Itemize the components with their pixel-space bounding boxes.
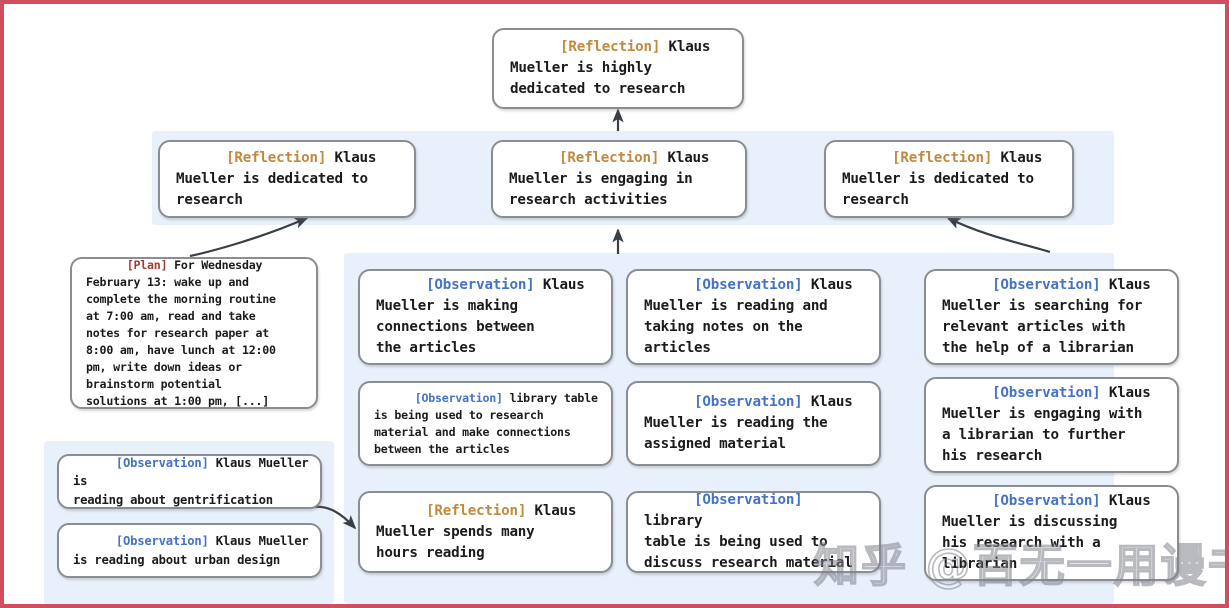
node-text: [Observation] Klaus Mueller is engaging … [926,379,1163,471]
tag-observation: [Observation] [414,390,503,405]
node-col3-observation-2[interactable]: [Observation] Klaus Mueller is engaging … [924,377,1179,473]
node-text: [Observation] library table is being use… [628,492,879,571]
tag-reflection: [Reflection] [226,149,327,166]
tag-observation: [Observation] [992,493,1101,509]
tag-reflection: [Reflection] [426,502,527,519]
node-text: [Reflection] Klaus Mueller is engaging i… [493,142,721,216]
node-text: [Observation] Klaus Mueller is making co… [360,271,597,363]
node-body: library table is being used to research … [374,390,598,456]
node-body: Klaus Mueller spends many hours reading [376,502,577,561]
node-body: Klaus Mueller is highly dedicated to res… [510,39,711,97]
node-text: [Reflection] Klaus Mueller is dedicated … [826,142,1054,216]
node-body: library table is being used to discuss r… [644,513,853,571]
node-col2-observation-2[interactable]: [Observation] Klaus Mueller is reading t… [626,381,881,466]
node-body: Klaus Mueller is reading about urban des… [73,534,309,567]
tag-reflection: [Reflection] [892,149,993,166]
node-text: [Observation] library table is being use… [360,383,608,464]
tag-plan: [Plan] [126,257,168,272]
node-body: Klaus Mueller is reading the assigned ma… [644,394,853,452]
node-body: Klaus Mueller is engaging with a librari… [942,385,1151,464]
node-col3-observation-1[interactable]: [Observation] Klaus Mueller is searching… [924,269,1179,365]
node-body: Klaus Mueller is discussing his research… [942,493,1151,572]
tag-observation: [Observation] [115,534,209,548]
node-reflection-left[interactable]: [Reflection] Klaus Mueller is dedicated … [158,140,416,218]
node-bottomleft-observation-1[interactable]: [Observation] Klaus Mueller is reading a… [57,454,322,509]
node-col2-observation-3[interactable]: [Observation] library table is being use… [626,491,881,573]
node-reflection-mid[interactable]: [Reflection] Klaus Mueller is engaging i… [491,140,747,218]
node-body: Klaus Mueller is reading about gentrific… [73,455,309,507]
node-text: [Reflection] Klaus Mueller is dedicated … [160,142,388,216]
node-body: Klaus Mueller is dedicated to research [842,149,1043,208]
tag-observation: [Observation] [115,455,209,470]
node-col2-observation-1[interactable]: [Observation] Klaus Mueller is reading a… [626,269,881,365]
node-body: Klaus Mueller is making connections betw… [376,277,585,356]
node-col1-observation-1[interactable]: [Observation] Klaus Mueller is making co… [358,269,613,365]
node-top-reflection[interactable]: [Reflection] Klaus Mueller is highly ded… [492,28,744,109]
node-plan[interactable]: [Plan] For Wednesday February 13: wake u… [70,257,318,409]
node-col1-observation-2[interactable]: [Observation] library table is being use… [358,381,613,466]
node-text: [Observation] Klaus Mueller is reading t… [628,383,865,464]
node-body: Klaus Mueller is dedicated to research [176,149,377,208]
node-body: Klaus Mueller is searching for relevant … [942,277,1151,356]
node-body: For Wednesday February 13: wake up and c… [86,257,276,408]
node-text: [Reflection] Klaus Mueller spends many h… [360,493,588,571]
tag-observation: [Observation] [694,492,803,508]
node-col3-observation-3[interactable]: [Observation] Klaus Mueller is discussin… [924,485,1179,581]
node-bottomleft-observation-2[interactable]: [Observation] Klaus Mueller is reading a… [57,523,322,578]
tag-reflection: [Reflection] [559,149,660,166]
watermark: 知乎 @百无一用谩书生 [813,539,1225,593]
node-col1-reflection[interactable]: [Reflection] Klaus Mueller spends many h… [358,491,613,573]
node-text: [Observation] Klaus Mueller is reading a… [628,271,865,363]
node-text: [Observation] Klaus Mueller is reading a… [59,455,320,507]
node-reflection-right[interactable]: [Reflection] Klaus Mueller is dedicated … [824,140,1074,218]
node-text: [Plan] For Wednesday February 13: wake u… [72,257,286,408]
tag-observation: [Observation] [992,277,1101,293]
node-text: [Observation] Klaus Mueller is searching… [926,271,1163,363]
node-text: [Observation] Klaus Mueller is reading a… [59,525,319,576]
tag-observation: [Observation] [426,277,535,293]
tag-observation: [Observation] [694,277,803,293]
node-body: Klaus Mueller is reading and taking note… [644,277,853,356]
tag-observation: [Observation] [694,394,803,410]
node-text: [Observation] Klaus Mueller is discussin… [926,487,1163,579]
tag-observation: [Observation] [992,385,1101,401]
node-body: Klaus Mueller is engaging in research ac… [509,149,710,208]
node-text: [Reflection] Klaus Mueller is highly ded… [494,30,722,107]
tag-reflection: [Reflection] [560,39,661,55]
